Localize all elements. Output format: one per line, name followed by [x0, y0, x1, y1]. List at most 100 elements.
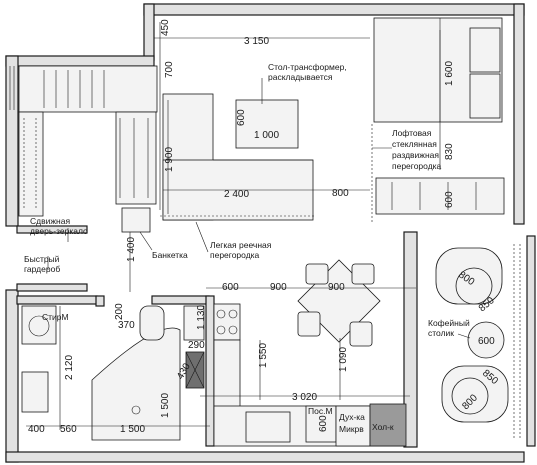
bedroom-wardrobe: [375, 177, 505, 215]
dim-370: 370: [118, 320, 135, 331]
bed: [373, 17, 503, 123]
wall-balcony-outer: [526, 235, 536, 447]
wall-bath-top-left: [16, 295, 98, 305]
label-coffee-table-2: столик: [428, 328, 454, 338]
label-table-transformer: Стол-трансформер,: [268, 62, 347, 72]
label-quick-wardrobe-1: Быстрый: [24, 254, 60, 264]
dim-600-window: 600: [444, 191, 455, 208]
stove: [213, 303, 241, 341]
dim-200: 200: [114, 303, 125, 320]
text-labels: Стол-трансформер, раскладывается Лофтова…: [24, 62, 470, 434]
wall-bath-door-jamb: [95, 295, 105, 307]
label-rack-1: Легкая реечная: [210, 240, 272, 250]
lounge-chair-top-seat: [455, 267, 493, 305]
label-coffee-table-1: Кофейный: [428, 318, 470, 328]
wall-bottom: [5, 451, 525, 463]
dim-1500-h: 1 500: [120, 424, 145, 435]
left-window: [9, 66, 15, 110]
dim-600-kitchen: 600: [318, 415, 329, 432]
dim-1550: 1 550: [258, 343, 269, 368]
dim-1900: 1 900: [164, 147, 175, 172]
dim-3150: 3 150: [244, 36, 269, 47]
oven-micro: [335, 405, 371, 447]
pillow-1: [469, 27, 501, 73]
dim-700: 700: [164, 61, 175, 78]
label-loft-1: Лофтовая: [392, 128, 432, 138]
wall-entry-top: [16, 225, 88, 234]
dim-3020: 3 020: [292, 392, 317, 403]
dim-400: 400: [28, 424, 45, 435]
bench: [121, 207, 151, 233]
dim-2400: 2 400: [224, 189, 249, 200]
dim-450: 450: [160, 19, 171, 36]
label-loft-3: раздвижная: [392, 150, 439, 160]
bath-sink: [21, 371, 49, 413]
kitchen: [213, 303, 407, 447]
dining-chair-3: [297, 311, 321, 337]
wardrobe-top-unit: [18, 65, 158, 113]
dim-1500-v: 1 500: [160, 393, 171, 418]
dining-chair-2: [351, 263, 375, 285]
dim-560: 560: [60, 424, 77, 435]
dim-900-h: 900: [270, 282, 287, 293]
dim-1400: 1 400: [126, 237, 137, 262]
dim-1090: 1 090: [338, 347, 349, 372]
label-oven-1: Дух-ка: [339, 412, 365, 422]
label-sliding-door-2: дверь-зеркало: [30, 226, 88, 236]
pillow-2: [469, 73, 501, 119]
wall-left-upper: [5, 55, 19, 227]
dim-1000: 1 000: [254, 130, 279, 141]
washer: [21, 305, 57, 345]
dim-1600: 1 600: [444, 61, 455, 86]
wardrobe-left-unit: [18, 111, 44, 217]
dim-600-h: 600: [222, 282, 239, 293]
dim-2120: 2 120: [64, 355, 75, 380]
kitchen-sink: [245, 411, 291, 443]
wall-balcony-inner: [403, 231, 418, 448]
wall-entry-bottom: [16, 283, 88, 292]
table-transformer: [235, 99, 299, 149]
label-loft-2: стеклянная: [392, 139, 437, 149]
wardrobe-right-unit: [115, 111, 157, 205]
dining-chair-4: [349, 321, 373, 347]
dining-chair-1: [305, 263, 329, 285]
lounge-chair-bottom-seat: [451, 377, 489, 415]
bath-cabinet: [183, 305, 205, 341]
wall-top-left-return: [143, 3, 155, 61]
wardrobe: [18, 65, 158, 217]
dimension-numbers: 450 3 150 700 1 600 600 1 000 1 900 830 …: [28, 19, 500, 435]
coffee-table: [467, 321, 505, 359]
dim-600-coffee: 600: [478, 336, 495, 347]
label-quick-wardrobe-2: гардероб: [24, 264, 60, 274]
leader-lines: [47, 78, 471, 339]
label-fridge: Хол-к: [372, 422, 394, 432]
wall-top: [143, 3, 525, 16]
wall-right-upper: [513, 3, 525, 225]
label-washer: СтирМ: [42, 312, 69, 322]
dishwasher: [305, 405, 337, 443]
bathroom: [21, 305, 205, 441]
balcony: [435, 244, 521, 440]
dim-1130: 1 130: [196, 305, 207, 330]
wall-upper-left: [5, 55, 155, 67]
label-rack-2: перегородка: [210, 250, 260, 260]
label-oven-2: Микрв: [339, 424, 364, 434]
label-sliding-door-1: Сдвижная: [30, 216, 70, 226]
label-table-transformer-2: раскладывается: [268, 72, 333, 82]
dim-600-table: 600: [236, 109, 247, 126]
fridge: [369, 403, 407, 447]
toilet: [139, 305, 165, 341]
dimension-lines: [26, 22, 441, 430]
wall-bath-right: [205, 295, 215, 447]
label-loft-4: перегородка: [392, 161, 442, 171]
walls: [5, 3, 536, 463]
dim-800: 800: [332, 188, 349, 199]
wall-left-lower: [5, 289, 19, 463]
dim-830: 830: [444, 143, 455, 160]
dining-set: [297, 259, 381, 347]
dim-290: 290: [188, 340, 205, 351]
dim-900-table: 900: [328, 282, 345, 293]
label-dishwasher: Пос.М: [308, 406, 333, 416]
wall-bath-top: [151, 295, 210, 305]
